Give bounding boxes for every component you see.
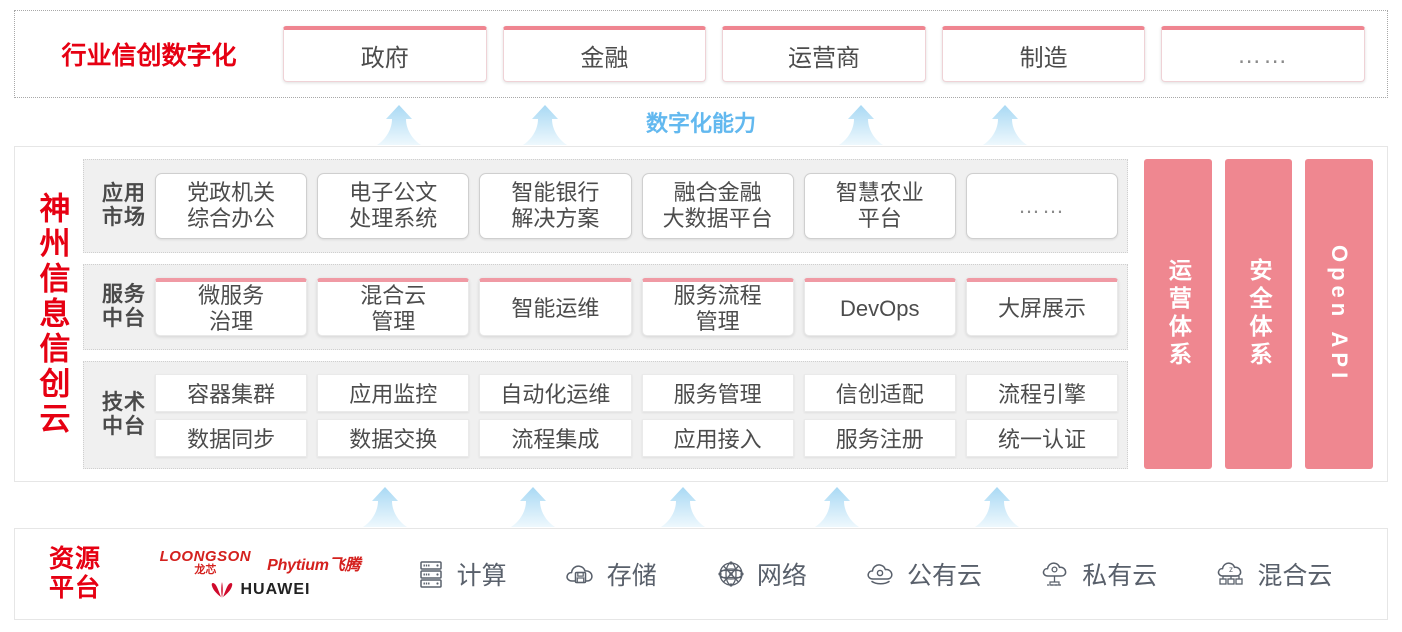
public-cloud-icon <box>867 564 893 585</box>
tech-row-1: 容器集群 应用监控 自动化运维 服务管理 信创适配 流程引擎 <box>155 373 1119 412</box>
tech-row-2: 数据同步 数据交换 流程集成 应用接入 服务注册 统一认证 <box>155 418 1119 457</box>
capability-label: 数字化能力 <box>645 111 757 136</box>
service-card-smart-ops[interactable]: 智能运维 <box>479 278 632 336</box>
layer-service-platform: 服务 中台 微服务 治理 混合云 管理 <box>83 264 1128 350</box>
industry-box-more[interactable]: …… <box>1161 26 1365 82</box>
cloud-layer-list: 应用 市场 党政机关 综合办公 电子公文 处理系统 <box>83 147 1134 481</box>
app-card-edoc-system[interactable]: 电子公文 处理系统 <box>317 173 470 239</box>
cloud-panel-title-text: 神州信息信创云 <box>34 191 70 437</box>
loongson-logo: LOONGSON 龙芯 <box>159 548 252 576</box>
tech-card-automated-ops[interactable]: 自动化运维 <box>479 373 632 412</box>
service-card-service-process-mgmt[interactable]: 服务流程 管理 <box>641 278 794 336</box>
resource-item-label: 网络 <box>756 562 807 590</box>
up-arrow-icon <box>815 487 859 527</box>
vendor-logo-list: LOONGSON 龙芯 Phytium飞腾 HUAWEI <box>135 549 385 599</box>
layer-tech-platform: 技术 中台 容器集群 应用监控 自动化运维 服务管理 信创适配 流程引擎 数据同… <box>83 361 1128 469</box>
app-card-smart-bank[interactable]: 智能银行 解决方案 <box>479 173 632 239</box>
huawei-petal-icon <box>211 582 232 598</box>
resource-arrow-band <box>14 484 1388 528</box>
industry-box-list: 政府 金融 运营商 制造 …… <box>283 26 1387 82</box>
service-card-bigscreen-display[interactable]: 大屏展示 <box>965 278 1119 336</box>
up-arrow-icon <box>839 105 883 145</box>
layer-service-platform-items: 微服务 治理 混合云 管理 智能运维 服务流程 <box>155 278 1119 336</box>
resource-item-compute[interactable]: 计算 <box>414 556 507 592</box>
industry-band: 行业信创数字化 政府 金融 运营商 制造 …… <box>14 10 1388 98</box>
capability-arrow-band: 数字化能力 <box>14 100 1388 146</box>
tech-card-container-cluster[interactable]: 容器集群 <box>155 373 308 412</box>
service-card-hybrid-cloud-mgmt[interactable]: 混合云 管理 <box>317 278 470 336</box>
resource-item-storage[interactable]: 存储 <box>564 556 657 592</box>
industry-band-title: 行业信创数字化 <box>61 42 237 70</box>
network-icon <box>718 561 744 587</box>
up-arrow-icon <box>363 487 407 527</box>
layer-service-platform-label: 服务 中台 <box>102 283 146 330</box>
resource-item-list: 计算 存储 <box>385 556 1387 592</box>
resource-band-title: 资源 平台 <box>48 544 101 603</box>
tech-card-service-registry[interactable]: 服务注册 <box>803 418 956 457</box>
resource-item-network[interactable]: 网络 <box>714 556 807 592</box>
phytium-logo: Phytium飞腾 <box>267 556 361 574</box>
vendor-logo-row-1: LOONGSON 龙芯 Phytium飞腾 <box>160 549 361 576</box>
cloud-panel: 神州信息信创云 应用 市场 党政机关 综合办公 <box>14 146 1388 482</box>
layer-app-market-label: 应用 市场 <box>102 182 146 229</box>
industry-box-telecom[interactable]: 运营商 <box>722 26 926 82</box>
up-arrow-icon <box>975 487 1019 527</box>
layer-tech-platform-label: 技术 中台 <box>102 391 146 438</box>
resource-item-label: 私有云 <box>1082 562 1158 590</box>
app-card-fintech-bigdata[interactable]: 融合金融 大数据平台 <box>641 173 794 239</box>
pillar-list: 运营体系 安全体系 Open API <box>1134 147 1387 481</box>
service-card-microservice-governance[interactable]: 微服务 治理 <box>155 278 308 336</box>
tech-card-process-integration[interactable]: 流程集成 <box>479 418 632 457</box>
app-card-smart-agriculture[interactable]: 智慧农业 平台 <box>803 173 956 239</box>
tech-card-data-sync[interactable]: 数据同步 <box>155 418 308 457</box>
layer-app-market-items: 党政机关 综合办公 电子公文 处理系统 智能银行 解决方案 <box>155 173 1119 239</box>
up-arrow-icon <box>523 105 567 145</box>
tech-card-xinchuang-adaptation[interactable]: 信创适配 <box>803 373 956 412</box>
resource-item-label: 计算 <box>456 562 507 590</box>
pillar-security-system[interactable]: 安全体系 <box>1224 159 1293 469</box>
tech-card-unified-auth[interactable]: 统一认证 <box>965 418 1119 457</box>
resource-item-label: 公有云 <box>907 562 983 590</box>
pillar-operations-system[interactable]: 运营体系 <box>1144 159 1212 469</box>
layer-app-market: 应用 市场 党政机关 综合办公 电子公文 处理系统 <box>83 159 1128 253</box>
pillar-open-api[interactable]: Open API <box>1305 159 1374 469</box>
up-arrow-icon <box>983 105 1027 145</box>
cloud-storage-icon <box>566 565 593 584</box>
svg-text:z: z <box>1229 565 1233 574</box>
huawei-logo: HUAWEI <box>210 581 311 599</box>
layer-tech-platform-items: 容器集群 应用监控 自动化运维 服务管理 信创适配 流程引擎 数据同步 数据交换… <box>155 373 1119 457</box>
vendor-logo-row-2: HUAWEI <box>210 581 311 599</box>
server-icon <box>419 561 442 588</box>
industry-box-manufacturing[interactable]: 制造 <box>941 26 1146 82</box>
resource-item-hybrid-cloud[interactable]: z 混合云 <box>1214 556 1332 592</box>
tech-card-service-mgmt[interactable]: 服务管理 <box>641 373 794 412</box>
tech-card-process-engine[interactable]: 流程引擎 <box>965 373 1119 412</box>
tech-card-data-exchange[interactable]: 数据交换 <box>317 418 470 457</box>
up-arrow-icon <box>377 105 421 145</box>
service-card-devops[interactable]: DevOps <box>803 278 956 336</box>
cloud-panel-title: 神州信息信创云 <box>15 147 83 481</box>
resource-item-public-cloud[interactable]: 公有云 <box>864 556 982 592</box>
app-card-more[interactable]: …… <box>965 173 1119 239</box>
resource-band: 资源 平台 LOONGSON 龙芯 Phytium飞腾 HUAWEI <box>14 528 1388 620</box>
up-arrow-icon <box>661 487 705 527</box>
industry-box-government[interactable]: 政府 <box>283 26 487 82</box>
app-card-party-gov-office[interactable]: 党政机关 综合办公 <box>155 173 308 239</box>
private-cloud-icon <box>1042 562 1067 586</box>
hybrid-cloud-icon: z <box>1218 562 1243 585</box>
resource-item-label: 混合云 <box>1257 562 1333 590</box>
up-arrow-icon <box>511 487 555 527</box>
resource-item-label: 存储 <box>606 562 657 590</box>
tech-card-app-access[interactable]: 应用接入 <box>641 418 794 457</box>
tech-card-app-monitoring[interactable]: 应用监控 <box>317 373 470 412</box>
industry-box-finance[interactable]: 金融 <box>502 26 707 82</box>
resource-item-private-cloud[interactable]: 私有云 <box>1039 556 1157 592</box>
